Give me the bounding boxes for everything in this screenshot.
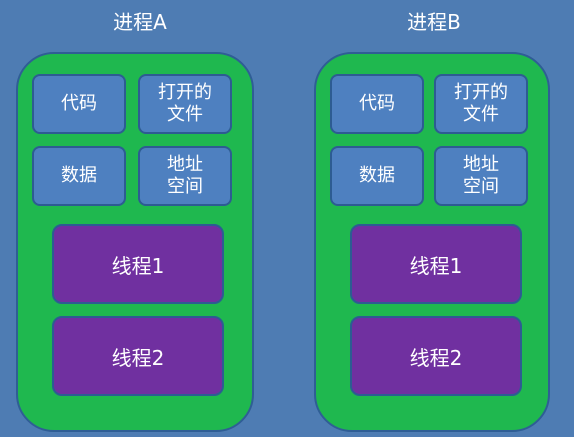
process-b-address-space-block: 地址 空间 [434, 146, 528, 206]
process-b-title: 进程B [407, 10, 461, 34]
process-a-title: 进程A [113, 10, 167, 34]
process-a-address-space-block: 地址 空间 [138, 146, 232, 206]
process-a-thread-1: 线程1 [52, 224, 224, 304]
process-b-code-block: 代码 [330, 74, 424, 134]
process-a-thread-2: 线程2 [52, 316, 224, 396]
process-b-open-files-block: 打开的 文件 [434, 74, 528, 134]
process-a-container: 代码 打开的 文件 数据 地址 空间 线程1 线程2 [16, 52, 254, 432]
process-a-open-files-block: 打开的 文件 [138, 74, 232, 134]
process-b-data-block: 数据 [330, 146, 424, 206]
process-a-data-block: 数据 [32, 146, 126, 206]
process-b-thread-1: 线程1 [350, 224, 522, 304]
process-b-container: 代码 打开的 文件 数据 地址 空间 线程1 线程2 [314, 52, 550, 432]
process-a-code-block: 代码 [32, 74, 126, 134]
process-b-thread-2: 线程2 [350, 316, 522, 396]
